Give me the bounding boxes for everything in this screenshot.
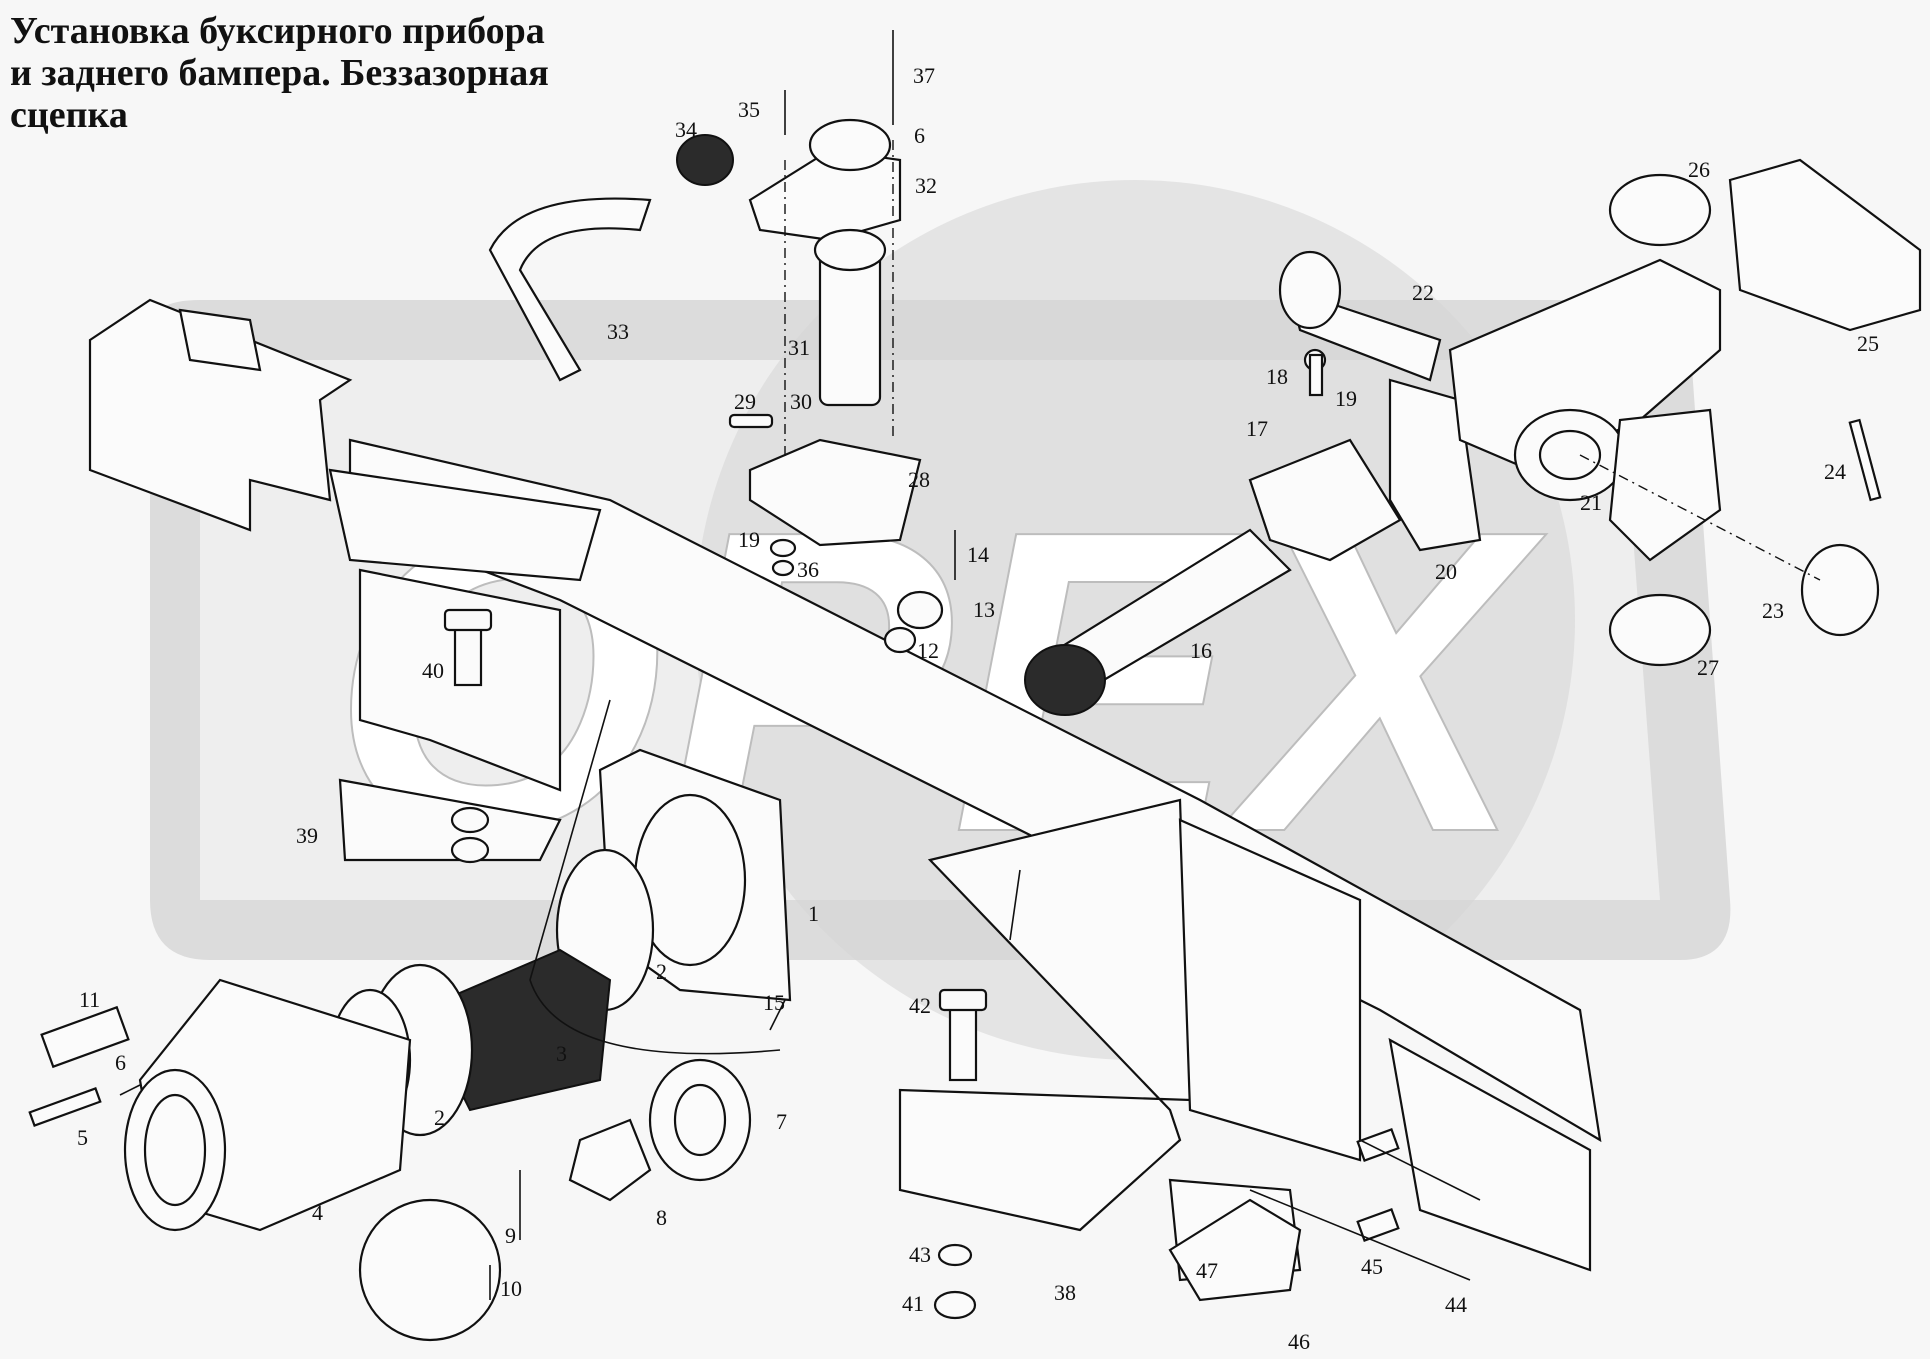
- callout-label: 46: [1288, 1329, 1310, 1354]
- callout-label: 36: [797, 557, 819, 582]
- callout-label: 2: [656, 959, 667, 984]
- callout-label: 5: [77, 1125, 88, 1150]
- callout-label: 41: [902, 1291, 924, 1316]
- callout-label: 12: [917, 638, 939, 663]
- callout-label: 20: [1435, 559, 1457, 584]
- callout-label: 34: [675, 117, 697, 142]
- leader-lines: [119, 699, 1481, 1281]
- callout-label: 32: [915, 173, 937, 198]
- title-line: сцепка: [10, 94, 128, 136]
- callout-label: 31: [788, 335, 810, 360]
- callout-label: 17: [1246, 416, 1268, 441]
- callout-label: 15: [763, 990, 785, 1015]
- callout-label: 43: [909, 1242, 931, 1267]
- pin-yoke-assembly: [1024, 158, 1922, 716]
- callout-label: 11: [79, 987, 100, 1012]
- callout-label: 27: [1697, 655, 1719, 680]
- callout-label: 33: [607, 319, 629, 344]
- callout-label: 39: [296, 823, 318, 848]
- callout-label: 30: [790, 389, 812, 414]
- callout-label: 7: [776, 1109, 787, 1134]
- callout-label: 8: [656, 1205, 667, 1230]
- callout-label: 37: [913, 63, 935, 88]
- callout-label: 16: [1190, 638, 1212, 663]
- callout-label: 19: [738, 527, 760, 552]
- callout-label: 13: [973, 597, 995, 622]
- callout-label: 28: [908, 467, 930, 492]
- callout-label: 38: [1054, 1280, 1076, 1305]
- callout-label: 45: [1361, 1254, 1383, 1279]
- callout-label: 1: [808, 901, 819, 926]
- hitch-assembly: [28, 748, 792, 1342]
- callout-label: 19: [1335, 386, 1357, 411]
- callout-label: 10: [500, 1276, 522, 1301]
- callout-label: 25: [1857, 331, 1879, 356]
- callout-label: 47: [1196, 1258, 1218, 1283]
- callout-label: 23: [1762, 598, 1784, 623]
- callout-label: 40: [422, 658, 444, 683]
- callout-label: 22: [1412, 280, 1434, 305]
- callout-label: 3: [556, 1041, 567, 1066]
- page-title: Установка буксирного прибора и заднего б…: [10, 10, 650, 136]
- hardware: [443, 348, 1400, 1320]
- callout-label: 42: [909, 993, 931, 1018]
- callout-label: 44: [1445, 1292, 1467, 1317]
- callout-label: 6: [115, 1050, 126, 1075]
- callout-label: 9: [505, 1223, 516, 1248]
- title-line: и заднего бампера. Беззазорная: [10, 52, 549, 94]
- lock-assembly: [488, 30, 922, 547]
- callout-label: 29: [734, 389, 756, 414]
- frame-crossbeam: [88, 298, 1602, 1282]
- callout-label: 6: [914, 123, 925, 148]
- title-line: Установка буксирного прибора: [10, 10, 545, 52]
- callout-labels: 1 2 2 3 4 5 6 6 7 8 9 10 11 12 13 14 15 …: [77, 63, 1879, 1354]
- callout-label: 14: [967, 542, 989, 567]
- callout-label: 2: [434, 1105, 445, 1130]
- callout-label: 35: [738, 97, 760, 122]
- callout-label: 24: [1824, 459, 1846, 484]
- callout-label: 18: [1266, 364, 1288, 389]
- callout-label: 26: [1688, 157, 1710, 182]
- callout-label: 21: [1580, 490, 1602, 515]
- callout-label: 4: [312, 1200, 323, 1225]
